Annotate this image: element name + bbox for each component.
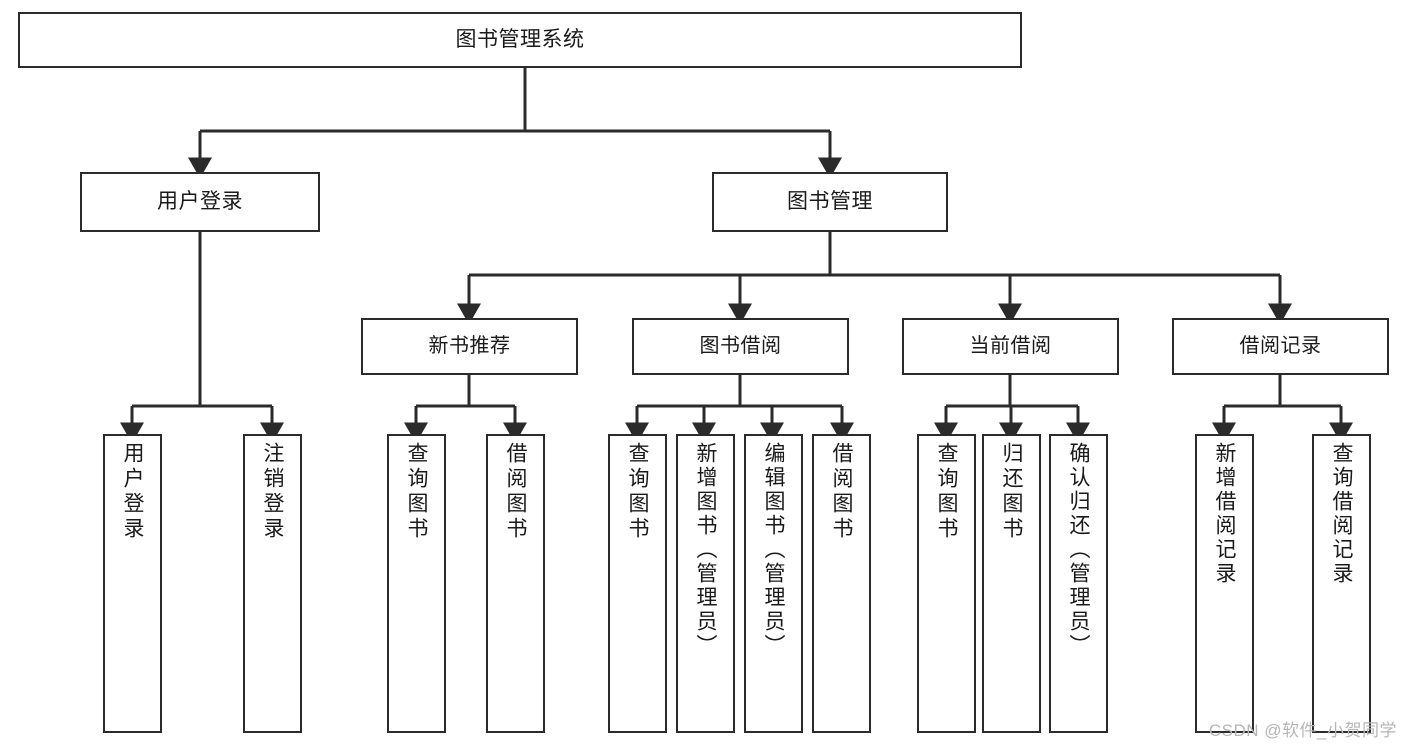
node-root[interactable]: 图书管理系统 <box>18 12 1022 68</box>
node-current-borrow[interactable]: 当前借阅 <box>902 318 1119 375</box>
node-leaf-query-book-2[interactable]: 查询图书 <box>608 434 667 733</box>
node-book-borrow[interactable]: 图书借阅 <box>632 318 849 375</box>
node-leaf-return-book[interactable]: 归还图书 <box>982 434 1041 733</box>
node-leaf-logout-label: 注销登录 <box>261 442 284 542</box>
node-book-borrow-label: 图书借阅 <box>699 335 782 357</box>
node-leaf-confirm-return[interactable]: 确认归还（管理员） <box>1049 434 1108 733</box>
node-leaf-edit-book-label: 编辑图书（管理员） <box>762 442 785 658</box>
watermark: CSDN @软件_小贺同学 <box>1208 721 1397 740</box>
node-leaf-add-book-label: 新增图书（管理员） <box>694 442 717 658</box>
node-leaf-query-record-label: 查询借阅记录 <box>1330 442 1353 586</box>
node-new-book-recommend-label: 新书推荐 <box>428 335 511 357</box>
node-borrow-record-label: 借阅记录 <box>1239 335 1322 357</box>
node-leaf-logout[interactable]: 注销登录 <box>243 434 302 733</box>
node-leaf-add-record-label: 新增借阅记录 <box>1213 442 1236 586</box>
node-leaf-query-book-3[interactable]: 查询图书 <box>917 434 976 733</box>
node-leaf-query-book-1[interactable]: 查询图书 <box>387 434 446 733</box>
node-leaf-user-login[interactable]: 用户登录 <box>103 434 162 733</box>
node-leaf-add-record[interactable]: 新增借阅记录 <box>1195 434 1254 733</box>
node-current-borrow-label: 当前借阅 <box>969 335 1052 357</box>
node-book-management[interactable]: 图书管理 <box>712 172 948 232</box>
node-leaf-query-record[interactable]: 查询借阅记录 <box>1312 434 1371 733</box>
node-leaf-borrow-book-2[interactable]: 借阅图书 <box>812 434 871 733</box>
node-root-label: 图书管理系统 <box>455 27 585 51</box>
node-user-login[interactable]: 用户登录 <box>80 172 320 232</box>
node-leaf-query-book-2-label: 查询图书 <box>626 442 649 542</box>
node-user-login-label: 用户登录 <box>157 189 243 213</box>
node-leaf-query-book-1-label: 查询图书 <box>405 442 428 542</box>
node-book-management-label: 图书管理 <box>787 189 873 213</box>
node-leaf-edit-book[interactable]: 编辑图书（管理员） <box>744 434 803 733</box>
node-borrow-record[interactable]: 借阅记录 <box>1172 318 1389 375</box>
node-leaf-borrow-book-2-label: 借阅图书 <box>830 442 853 542</box>
node-leaf-user-login-label: 用户登录 <box>121 442 144 542</box>
node-leaf-borrow-book-1[interactable]: 借阅图书 <box>486 434 545 733</box>
node-leaf-query-book-3-label: 查询图书 <box>935 442 958 542</box>
node-new-book-recommend[interactable]: 新书推荐 <box>361 318 578 375</box>
node-leaf-borrow-book-1-label: 借阅图书 <box>504 442 527 542</box>
node-leaf-confirm-return-label: 确认归还（管理员） <box>1067 442 1090 658</box>
node-leaf-return-book-label: 归还图书 <box>1000 442 1023 542</box>
node-leaf-add-book[interactable]: 新增图书（管理员） <box>676 434 735 733</box>
